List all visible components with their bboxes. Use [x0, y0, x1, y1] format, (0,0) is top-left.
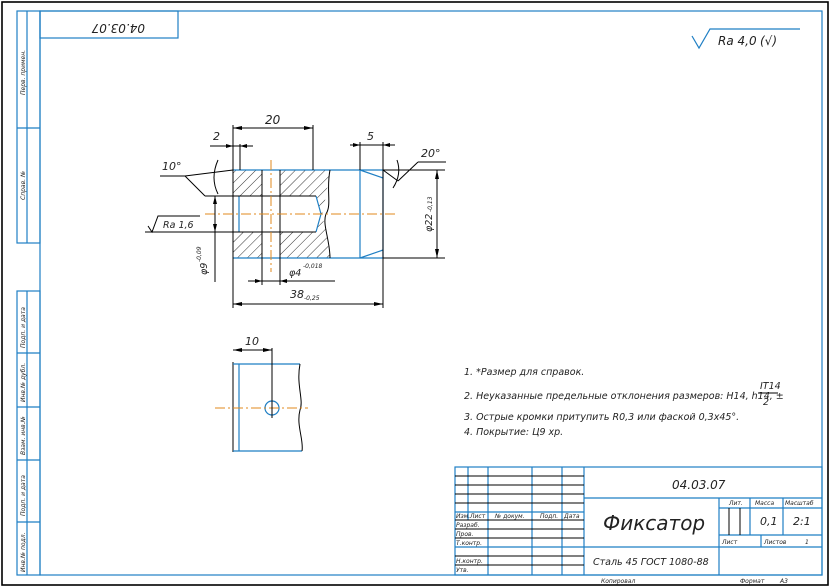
sheet-label: Лист — [721, 539, 738, 546]
section-hatch — [233, 170, 262, 196]
dim-phi4-tol: -0,018 — [303, 263, 323, 270]
col-podp: Подп. — [540, 513, 558, 520]
top-doc-code: 04.03.07 — [91, 21, 145, 35]
side-label-sprav: Справ. № — [20, 171, 27, 200]
side-label-2: Инв.№ дубл. — [20, 363, 27, 402]
col-izm: Изм. — [456, 513, 470, 520]
note-1: 1. *Размер для справок. — [464, 367, 584, 378]
angle-20: 20° — [421, 147, 441, 160]
side-strip-top: Перв. примен. Справ. № — [16, 10, 41, 244]
side-label-4: Подп. и дата — [20, 475, 27, 516]
scale-label: Масштаб — [785, 500, 814, 507]
lit-label: Лит. — [728, 500, 743, 507]
side-label-perv: Перв. примен. — [20, 50, 27, 95]
roughness-general-text: Ra 4,0 — [718, 34, 757, 48]
copied-label: Копировал — [601, 578, 635, 585]
dim-phi22-tol: -0,13 — [427, 196, 434, 212]
dim-phi9: φ9 — [199, 263, 210, 275]
side-label-1: Подп. и дата — [20, 307, 27, 348]
roughness-general-suffix: (√) — [760, 34, 777, 48]
top-code-box — [39, 10, 179, 39]
side-label-5: Инв.№ подл. — [20, 532, 27, 572]
col-list: Лист — [469, 513, 486, 520]
doc-code: 04.03.07 — [672, 478, 726, 492]
angle-10: 10° — [162, 160, 182, 173]
part-name: Фиксатор — [603, 511, 705, 535]
dim-2: 2 — [213, 130, 220, 143]
dim-38: 38 — [290, 288, 304, 301]
mass-label: Масса — [755, 500, 774, 507]
row-tkontr: Т.контр. — [456, 540, 482, 547]
note-2: 2. Неуказанные предельные отклонения раз… — [464, 391, 784, 402]
top-view: 10 — [215, 335, 308, 452]
scale-value: 2:1 — [793, 515, 811, 528]
material: Сталь 45 ГОСТ 1080-88 — [593, 557, 709, 568]
sheets-value: 1 — [805, 539, 809, 546]
side-strip-bottom: Подп. и дата Инв.№ дубл. Взам. инв.№ Под… — [16, 290, 41, 576]
dim-38-tol: -0,25 — [304, 295, 320, 302]
mass-value: 0,1 — [760, 515, 778, 528]
note-4: 4. Покрытие: Ц9 хр. — [464, 427, 563, 438]
row-razrab: Разраб. — [456, 522, 480, 529]
side-label-3: Взам. инв.№ — [20, 416, 27, 455]
technical-notes: 1. *Размер для справок. 2. Неуказанные п… — [464, 367, 784, 438]
note-2-denominator: 2 — [763, 397, 769, 408]
format-label: Формат — [740, 578, 765, 585]
title-block: Изм. Лист № докум. Подп. Дата Разраб. Пр… — [454, 466, 823, 585]
row-utv: Утв. — [456, 567, 469, 574]
row-prov: Пров. — [456, 531, 474, 538]
dim-phi4: φ4 — [289, 268, 301, 279]
note-3: 3. Острые кромки притупить R0,3 или фаск… — [464, 412, 739, 423]
col-ndoc: № докум. — [494, 513, 525, 520]
dim-phi9-tol: -0,09 — [196, 246, 203, 262]
format-value: A3 — [779, 578, 788, 585]
dim-5: 5 — [367, 130, 374, 143]
row-nkontr: Н.контр. — [456, 558, 483, 565]
dim-20: 20 — [265, 113, 281, 127]
col-data: Дата — [563, 513, 580, 520]
note-2-numerator: IT14 — [760, 381, 781, 392]
main-view: 20 2 10° Ra 1,6 φ9 -0,09 φ4 -0,018 — [145, 113, 446, 308]
dim-phi22: φ22 — [424, 214, 435, 232]
dim-10: 10 — [245, 335, 259, 348]
roughness-ra16: Ra 1,6 — [163, 220, 194, 231]
roughness-general: Ra 4,0 (√) — [691, 28, 800, 50]
sheets-label: Листов — [763, 539, 787, 546]
